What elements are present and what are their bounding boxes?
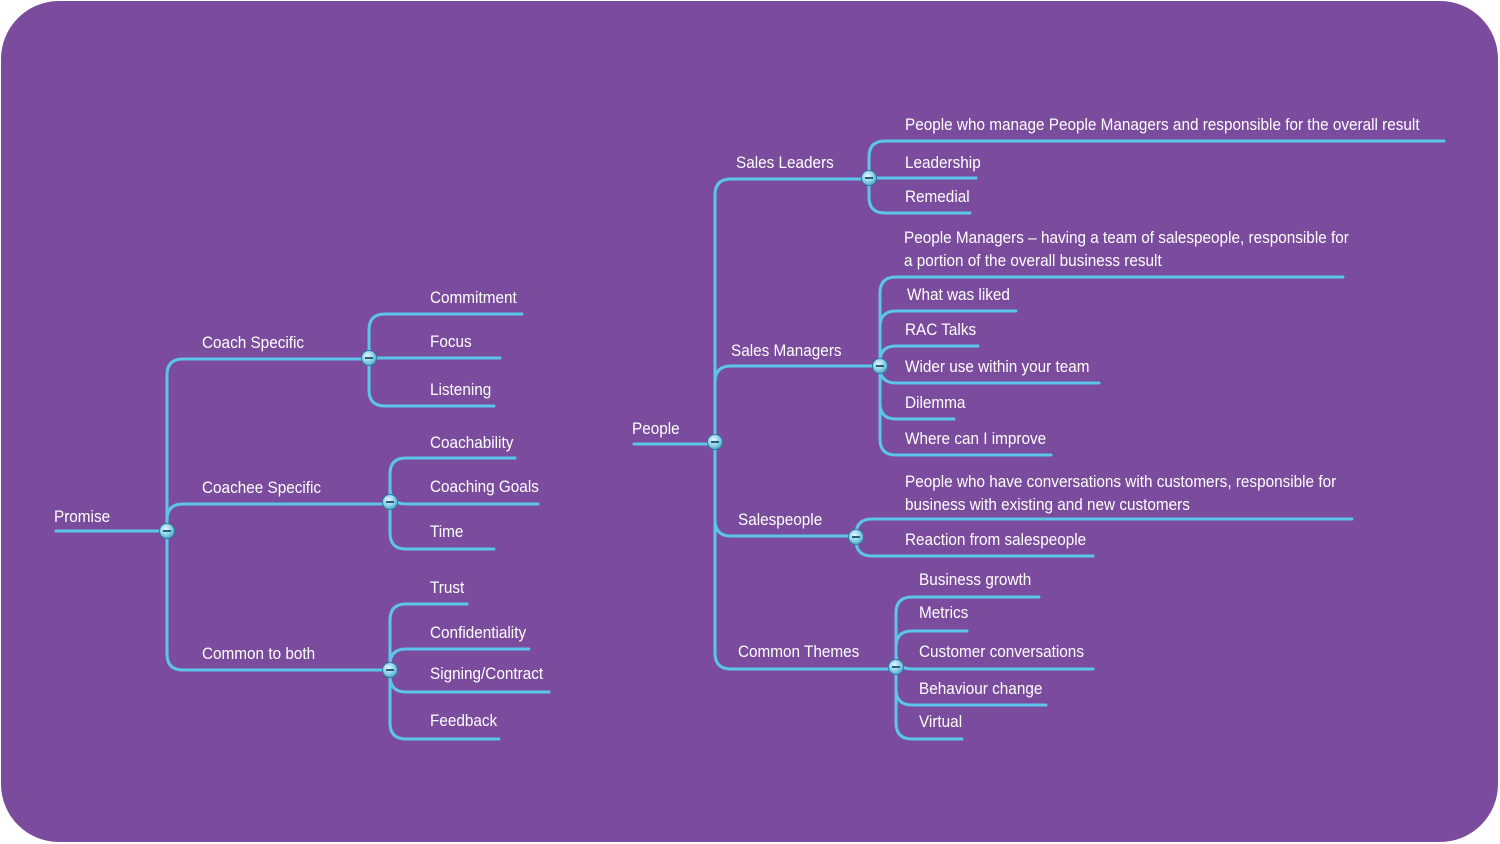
connector-line-31 [894, 629, 969, 669]
branch-salespeople[interactable]: Salespeople [738, 510, 823, 529]
leaf-focus[interactable]: Focus [430, 332, 472, 351]
leaf-listening[interactable]: Listening [430, 380, 492, 399]
collapse-toggle-common-to-both[interactable] [382, 662, 398, 678]
connector-line-9 [388, 500, 496, 551]
leaf-wider-use[interactable]: Wider use within your team [905, 357, 1090, 376]
connector-line-27 [878, 364, 1053, 457]
leaf-people-managers[interactable]: People Managers – having a team of sales… [904, 228, 1349, 270]
leaf-time[interactable]: Time [430, 522, 464, 541]
leaf-metrics[interactable]: Metrics [919, 603, 969, 622]
branch-coach-specific[interactable]: Coach Specific [202, 333, 305, 352]
connector-line-23 [878, 309, 1018, 368]
connector-line-10 [388, 602, 469, 672]
leaf-business-growth[interactable]: Business growth [919, 570, 1032, 589]
leaf-commitment[interactable]: Commitment [430, 288, 517, 307]
leaf-customer-conversations[interactable]: Customer conversations [919, 642, 1084, 661]
leaf-people-who-have-conversations[interactable]: People who have conversations with custo… [905, 472, 1337, 514]
leaf-confidentiality[interactable]: Confidentiality [430, 623, 527, 642]
connector-line-4 [367, 312, 524, 360]
collapse-toggle-sales-managers[interactable] [872, 358, 888, 374]
connector-line-30 [894, 595, 1041, 669]
leaf-coachability[interactable]: Coachability [430, 433, 514, 452]
root-node-people[interactable]: People [632, 419, 680, 438]
collapse-toggle-sales-leaders[interactable] [861, 170, 877, 186]
branch-coachee-specific[interactable]: Coachee Specific [202, 478, 322, 497]
connector-line-18 [713, 442, 898, 671]
collapse-toggle-coach-specific[interactable] [361, 350, 377, 366]
connector-line-13 [388, 668, 501, 741]
collapse-toggle-promise[interactable] [159, 523, 175, 539]
connector-line-22 [878, 275, 1345, 368]
leaf-virtual[interactable]: Virtual [919, 712, 963, 731]
leaf-feedback[interactable]: Feedback [430, 711, 498, 730]
leaf-trust[interactable]: Trust [430, 578, 465, 597]
leaf-people-who-manage[interactable]: People who manage People Managers and re… [905, 115, 1420, 134]
branch-common-to-both[interactable]: Common to both [202, 644, 316, 663]
leaf-reaction-from-salespeople[interactable]: Reaction from salespeople [905, 530, 1087, 549]
leaf-remedial[interactable]: Remedial [905, 187, 970, 206]
connector-line-3 [165, 529, 392, 672]
connector-line-6 [367, 356, 496, 408]
leaf-leadership[interactable]: Leadership [905, 153, 981, 172]
collapse-toggle-common-themes[interactable] [888, 659, 904, 675]
leaf-rac-talks[interactable]: RAC Talks [905, 320, 977, 339]
connector-line-7 [388, 456, 517, 504]
leaf-what-was-liked[interactable]: What was liked [907, 285, 1010, 304]
collapse-toggle-coachee-specific[interactable] [382, 494, 398, 510]
connector-line-34 [894, 665, 964, 741]
leaf-dilemma[interactable]: Dilemma [905, 393, 966, 412]
branch-sales-leaders[interactable]: Sales Leaders [736, 153, 834, 172]
connector-line-21 [867, 176, 972, 215]
leaf-coaching-goals[interactable]: Coaching Goals [430, 477, 539, 496]
branch-common-themes[interactable]: Common Themes [738, 642, 860, 661]
branch-sales-managers[interactable]: Sales Managers [731, 341, 842, 360]
connector-line-16 [713, 364, 882, 446]
leaf-where-can-i-improve[interactable]: Where can I improve [905, 429, 1047, 448]
connector-line-19 [867, 139, 1446, 180]
connector-line-2 [165, 502, 392, 533]
collapse-toggle-salespeople[interactable] [848, 529, 864, 545]
collapse-toggle-people[interactable] [707, 434, 723, 450]
connector-line-15 [713, 177, 871, 446]
root-node-promise[interactable]: Promise [54, 507, 111, 526]
leaf-signing-contract[interactable]: Signing/Contract [430, 664, 544, 683]
connector-line-1 [165, 357, 369, 533]
leaf-behaviour-change[interactable]: Behaviour change [919, 679, 1043, 698]
